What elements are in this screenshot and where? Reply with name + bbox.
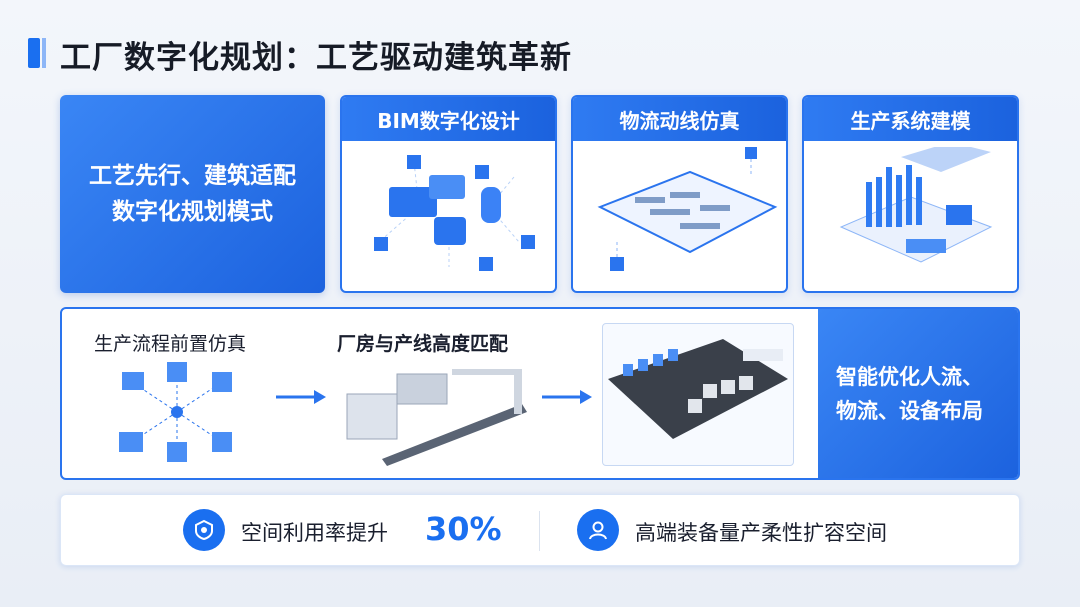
- arrow-right-icon: [542, 390, 592, 404]
- result-line-1: 智能优化人流、: [836, 364, 983, 389]
- flow-step-1-label: 生产流程前置仿真: [94, 333, 247, 355]
- result-box: 智能优化人流、 物流、设备布局: [818, 309, 1018, 478]
- hero-card: 工艺先行、建筑适配 数字化规划模式: [60, 95, 325, 293]
- hero-line-1: 工艺先行、建筑适配: [89, 163, 296, 189]
- card-bim-design: BIM数字化设计: [340, 95, 557, 293]
- 3d-bar-model-illustration: [839, 147, 992, 263]
- process-flow-panel: 生产流程前置仿真 厂房与产线高度匹配 智能优化人流、 物流、设备布局: [60, 307, 1020, 480]
- network-simulation-illustration: [119, 362, 232, 462]
- card-title: 生产系统建模: [804, 97, 1017, 141]
- user-icon: [577, 509, 619, 551]
- space-shield-icon: [183, 509, 225, 551]
- flexible-capacity-label: 高端装备量产柔性扩容空间: [635, 521, 887, 545]
- bim-cubes-illustration: [373, 155, 535, 271]
- production-line-illustration: [346, 369, 527, 466]
- arrow-right-icon: [276, 390, 326, 404]
- card-title: BIM数字化设计: [342, 97, 555, 141]
- title-accent-bar: [28, 38, 40, 68]
- result-line-2: 物流、设备布局: [836, 398, 983, 423]
- page-title: 工厂数字化规划：工艺驱动建筑革新: [60, 40, 572, 76]
- space-utilization-label: 空间利用率提升: [241, 521, 388, 545]
- factory-3d-illustration: [608, 339, 788, 439]
- factory-layout-frame: [602, 323, 794, 466]
- flow-step-2-label: 厂房与产线高度匹配: [337, 333, 509, 355]
- logistics-layout-illustration: [597, 147, 777, 271]
- card-production-model: 生产系统建模: [802, 95, 1019, 293]
- card-title: 物流动线仿真: [573, 97, 786, 141]
- space-utilization-value: 30%: [425, 510, 502, 548]
- divider: [539, 511, 540, 551]
- card-logistics-sim: 物流动线仿真: [571, 95, 788, 293]
- hero-line-2: 数字化规划模式: [112, 199, 273, 225]
- title-accent-bar-light: [42, 38, 46, 68]
- stats-bar: 空间利用率提升 30% 高端装备量产柔性扩容空间: [60, 494, 1020, 566]
